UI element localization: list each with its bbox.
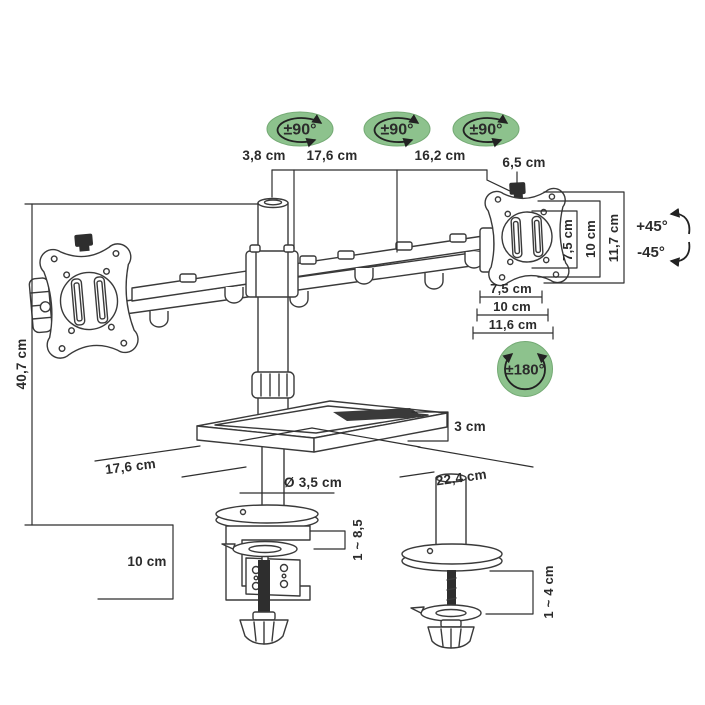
- grommet-mount: [401, 473, 503, 649]
- tilt-down-label: -45°: [637, 244, 665, 261]
- rotation-badge-middle-label: ±90°: [381, 122, 414, 139]
- rotation-arrow-icon: [276, 114, 323, 148]
- dim-vesa-vertical-inner: 7,5 cm: [560, 219, 575, 261]
- rotation-arrow-icon: [373, 114, 420, 148]
- tilt-up-label: +45°: [636, 218, 667, 235]
- dim-pole-diameter: Ø 3,5 cm: [284, 475, 342, 490]
- rotation-badge-middle: ±90°: [363, 111, 431, 148]
- dim-base-tray-depth: 17,6 cm: [104, 456, 156, 477]
- dim-vesa-vertical-outer: 11,7 cm: [606, 214, 621, 262]
- desk-clamp: [215, 504, 319, 645]
- tilt-arrow-up-icon: [669, 207, 691, 235]
- base-tray: [196, 400, 448, 453]
- dim-arm-segment-outer: 16,2 cm: [415, 148, 466, 163]
- rotation-badge-pole-label: ±180°: [505, 362, 544, 379]
- dim-pole-height: 40,7 cm: [14, 339, 29, 390]
- dim-vesa-vertical-mid: 10 cm: [583, 220, 598, 258]
- dim-vesa-horizontal-mid: 10 cm: [493, 299, 531, 314]
- cable-clip-top: [179, 233, 467, 283]
- right-vesa-plate: [479, 182, 570, 287]
- rotation-badge-left-label: ±90°: [284, 122, 317, 139]
- dim-vesa-horizontal-inner: 7,5 cm: [490, 281, 532, 296]
- dim-pole-top-offset: 3,8 cm: [242, 148, 285, 163]
- tilt-arrow-down-icon: [669, 241, 691, 268]
- dim-vesa-head-offset: 6,5 cm: [502, 155, 545, 170]
- rotation-badge-right: ±90°: [452, 111, 520, 148]
- dim-base-tray-height: 3 cm: [454, 419, 486, 434]
- dim-arm-segment-inner: 17,6 cm: [307, 148, 358, 163]
- pole-collar: [251, 371, 295, 399]
- dim-grommet-desk-range: 1 ~ 4 cm: [541, 565, 556, 618]
- dim-vesa-horizontal-outer: 11,6 cm: [489, 317, 537, 332]
- dim-clamp-desk-range: 1 ~ 8,5: [350, 519, 365, 561]
- left-vesa-plate: [28, 233, 139, 359]
- rotation-badge-right-label: ±90°: [470, 122, 503, 139]
- rotation-badge-left: ±90°: [266, 111, 334, 148]
- arm-crossbar: [117, 233, 494, 328]
- tilt-annotation: +45° -45°: [636, 207, 691, 268]
- dim-clamp-height: 10 cm: [127, 554, 166, 569]
- rotation-arrow-icon: [462, 114, 509, 148]
- rotation-badge-pole: ±180°: [497, 341, 553, 397]
- center-pole-lower: [261, 445, 285, 515]
- dimension-lines: [24, 169, 625, 615]
- rotation-arrow-icon: [502, 353, 548, 391]
- arm-pole-clamp: [245, 244, 299, 298]
- dim-base-tray-width: 22,4 cm: [435, 467, 488, 489]
